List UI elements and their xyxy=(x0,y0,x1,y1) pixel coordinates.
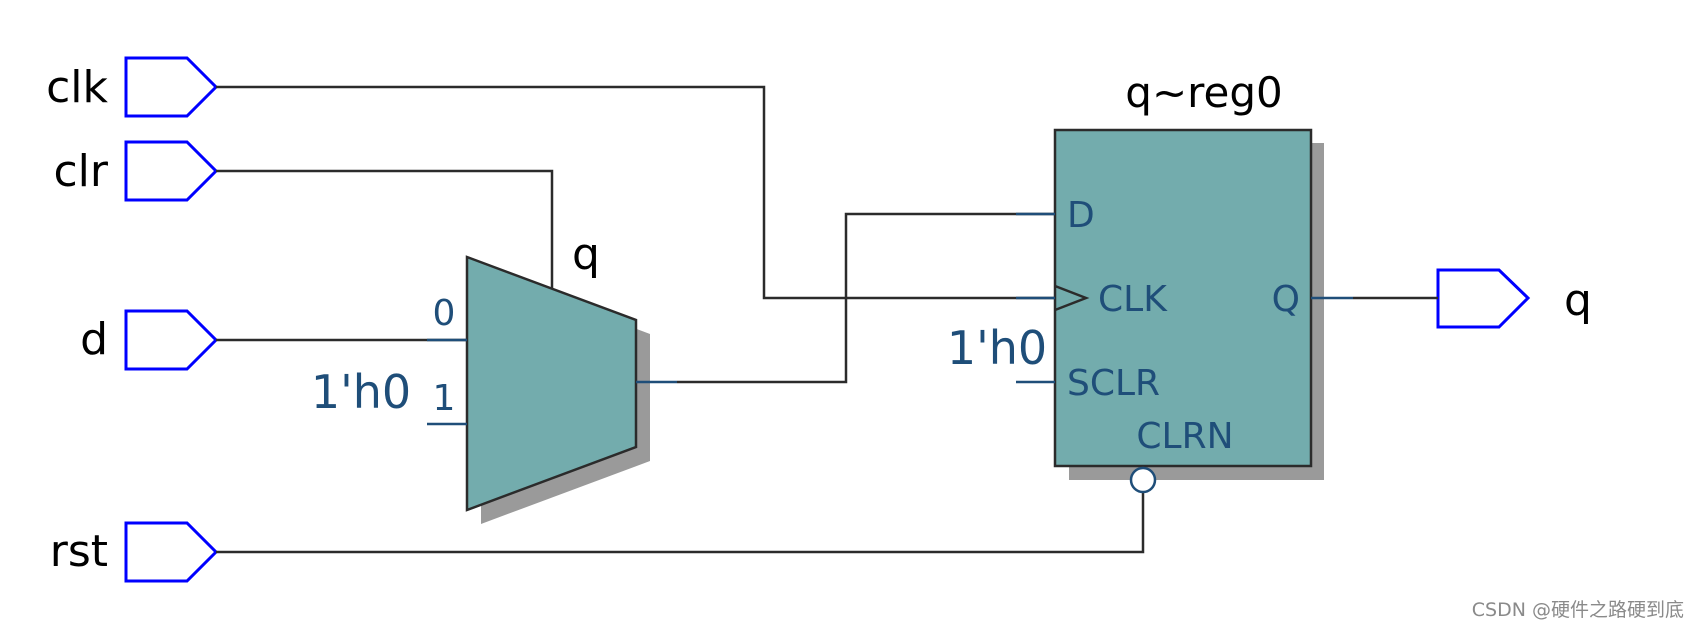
input-port-clk[interactable]: clk xyxy=(46,56,219,118)
mux-body xyxy=(465,255,638,512)
register-q-reg0[interactable]: q~reg0 D CLK SCLR CLRN Q 1'h0 xyxy=(947,68,1353,494)
register-const-sclr: 1'h0 xyxy=(947,321,1047,375)
input-port-clr-symbol xyxy=(124,140,219,202)
register-name: q~reg0 xyxy=(1125,68,1282,117)
output-port-q-symbol xyxy=(1436,268,1531,329)
register-label-sclr: SCLR xyxy=(1067,363,1160,404)
input-port-d-symbol xyxy=(124,309,219,371)
wire-clk xyxy=(216,85,1055,300)
input-port-rst-symbol xyxy=(124,521,219,583)
input-port-clk-symbol xyxy=(124,56,219,118)
input-label-clk: clk xyxy=(46,62,108,113)
register-clrn-bubble xyxy=(1129,466,1157,494)
wire-rst xyxy=(216,493,1145,554)
wire-mux-out xyxy=(677,212,1055,384)
input-port-d[interactable]: d xyxy=(80,309,219,371)
input-port-rst[interactable]: rst xyxy=(50,521,219,583)
register-label-clrn: CLRN xyxy=(1136,416,1233,457)
register-label-d: D xyxy=(1067,195,1095,236)
input-port-clr[interactable]: clr xyxy=(53,140,219,202)
mux-label-in0: 0 xyxy=(433,293,456,334)
mux-label-in1: 1 xyxy=(433,378,456,419)
mux[interactable]: 0 1 1'h0 q xyxy=(311,229,677,524)
input-label-clr: clr xyxy=(53,146,108,197)
output-port-q[interactable]: q xyxy=(1436,268,1592,329)
register-clk-triangle xyxy=(1054,284,1090,312)
mux-name: q xyxy=(572,229,600,280)
register-label-q: Q xyxy=(1272,279,1300,320)
watermark: CSDN @硬件之路硬到底 xyxy=(1472,599,1684,621)
wire-clr xyxy=(216,169,554,288)
mux-const-in1: 1'h0 xyxy=(311,365,411,419)
input-label-d: d xyxy=(80,314,108,365)
output-label-q: q xyxy=(1564,275,1592,326)
input-label-rst: rst xyxy=(50,526,108,577)
register-label-clk: CLK xyxy=(1098,279,1168,320)
